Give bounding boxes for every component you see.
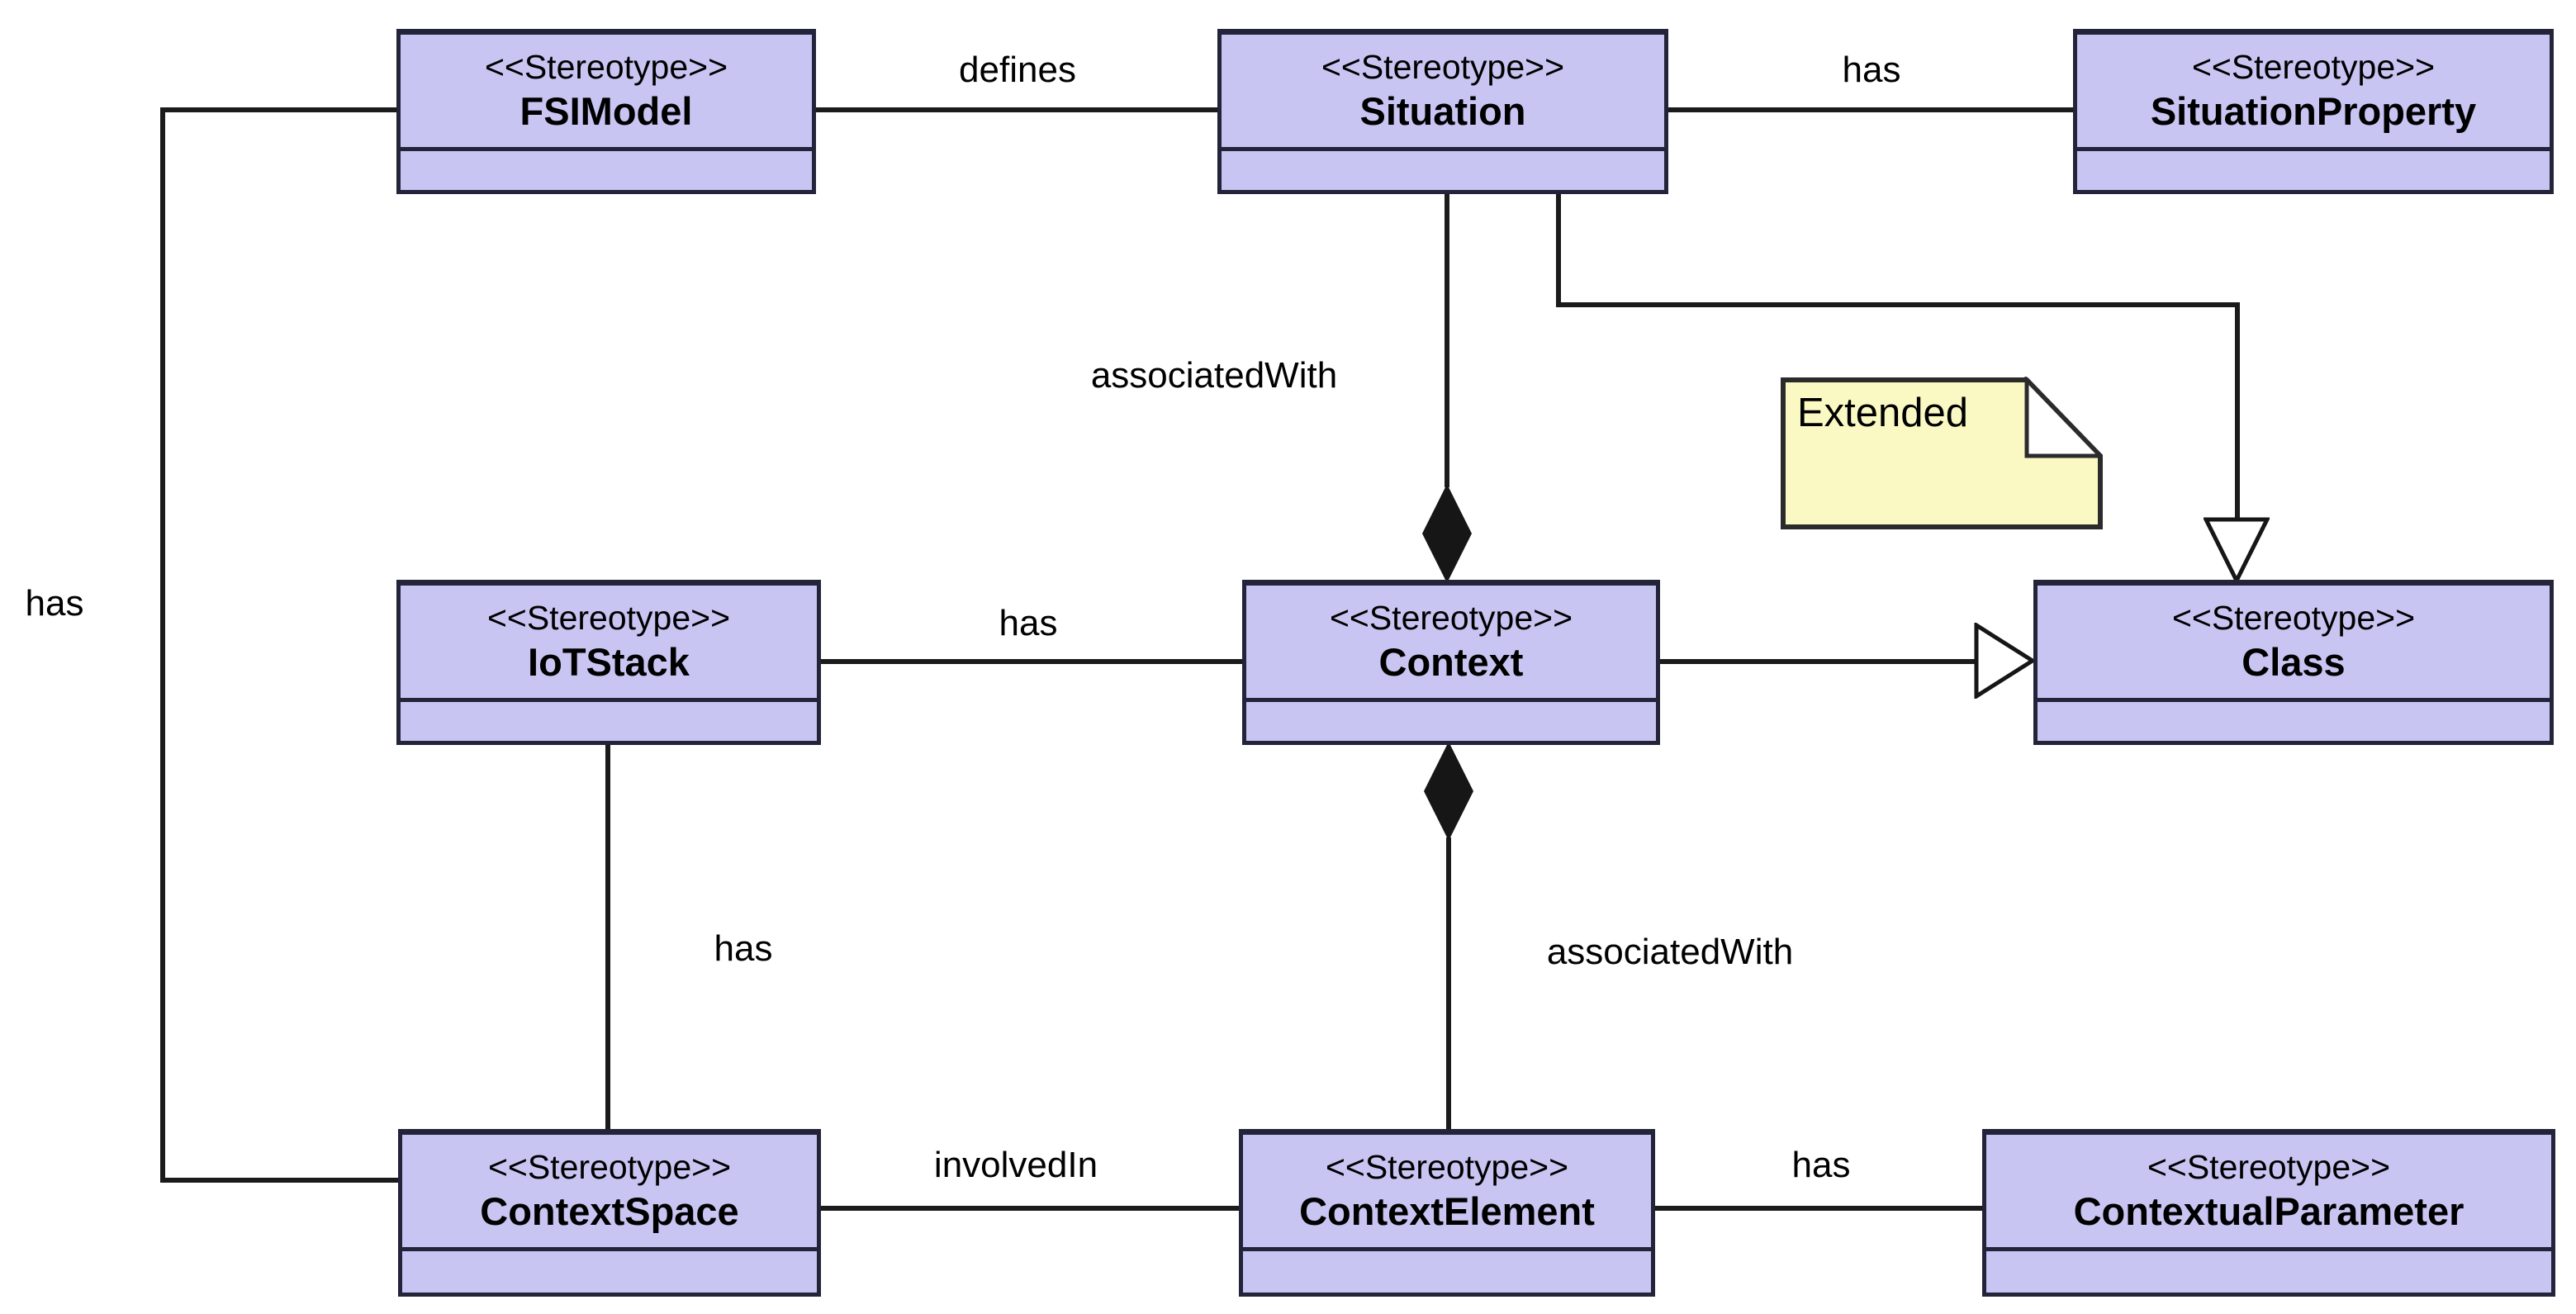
edge-situation-class-line-seg3: [2235, 302, 2240, 520]
attribute-compartment: [401, 151, 812, 190]
edge-label-defines: defines: [959, 50, 1076, 90]
edge-has-fsimodel-contextspace-line-seg3: [160, 1178, 401, 1183]
node-name: Situation: [1359, 89, 1526, 134]
node-name: ContextualParameter: [2073, 1189, 2465, 1234]
note-extended: Extended: [1781, 374, 2105, 530]
node-fsimodel: <<Stereotype>> FSIModel: [396, 29, 816, 194]
node-title-compartment: <<Stereotype>> IoTStack: [401, 586, 817, 702]
node-title-compartment: <<Stereotype>> ContextElement: [1243, 1135, 1651, 1251]
stereotype-label: <<Stereotype>>: [2191, 48, 2436, 87]
edge-label-has-iotstack-context: has: [999, 603, 1058, 643]
stereotype-label: <<Stereotype>>: [1329, 599, 1573, 638]
node-iotstack: <<Stereotype>> IoTStack: [396, 580, 821, 745]
node-title-compartment: <<Stereotype>> SituationProperty: [2077, 35, 2550, 151]
node-class: <<Stereotype>> Class: [2033, 580, 2554, 745]
note-shape: [1781, 374, 2105, 529]
edge-defines-line: [816, 107, 1217, 112]
attribute-compartment: [1243, 1251, 1651, 1293]
node-name: IoTStack: [528, 640, 690, 685]
edge-has-iotstack-contextspace-line: [605, 745, 610, 1131]
node-title-compartment: <<Stereotype>> FSIModel: [401, 35, 812, 151]
node-name: SituationProperty: [2150, 89, 2477, 134]
stereotype-label: <<Stereotype>>: [2147, 1148, 2391, 1187]
node-situation: <<Stereotype>> Situation: [1217, 29, 1668, 194]
edge-has-iotstack-context-line: [821, 659, 1242, 664]
stereotype-label: <<Stereotype>>: [2171, 599, 2416, 638]
edge-situation-class-line-seg2: [1556, 302, 2240, 307]
note-text: Extended: [1797, 391, 1969, 435]
attribute-compartment: [2038, 702, 2550, 741]
edge-has-contextualparameter-line: [1655, 1206, 1984, 1211]
attribute-compartment: [1246, 702, 1656, 741]
edge-label-associatedwith-context: associatedWith: [1090, 355, 1338, 396]
node-name: ContextElement: [1299, 1189, 1595, 1234]
node-title-compartment: <<Stereotype>> ContextSpace: [402, 1135, 817, 1251]
attribute-compartment: [401, 702, 817, 741]
node-name: ContextSpace: [480, 1189, 739, 1234]
composition-diamond-icon: [1422, 484, 1472, 583]
stereotype-label: <<Stereotype>>: [1325, 1148, 1569, 1187]
attribute-compartment: [402, 1251, 817, 1293]
node-title-compartment: <<Stereotype>> Situation: [1222, 35, 1664, 151]
generalization-arrow-right-icon: [1974, 623, 2035, 699]
stereotype-label: <<Stereotype>>: [1321, 48, 1565, 87]
edge-label-has-contextualparameter: has: [1791, 1145, 1851, 1185]
node-title-compartment: <<Stereotype>> Context: [1246, 586, 1656, 702]
edge-label-has-fsimodel-contextspace: has: [25, 583, 84, 624]
node-title-compartment: <<Stereotype>> Class: [2038, 586, 2550, 702]
edge-label-has-situationproperty: has: [1842, 50, 1901, 90]
edge-situation-class-line-seg1: [1556, 194, 1561, 307]
attribute-compartment: [1222, 151, 1664, 190]
stereotype-label: <<Stereotype>>: [484, 48, 728, 87]
node-contextelement: <<Stereotype>> ContextElement: [1239, 1129, 1655, 1297]
attribute-compartment: [2077, 151, 2550, 190]
edge-context-class-line: [1660, 659, 1977, 664]
node-name: Context: [1378, 640, 1524, 685]
edge-involvedin-line: [821, 1206, 1242, 1211]
node-situationproperty: <<Stereotype>> SituationProperty: [2073, 29, 2554, 194]
generalization-arrow-down-icon: [2204, 517, 2270, 583]
edge-has-situationproperty-line: [1668, 107, 2073, 112]
stereotype-label: <<Stereotype>>: [487, 1148, 732, 1187]
node-contextualparameter: <<Stereotype>> ContextualParameter: [1982, 1129, 2555, 1297]
attribute-compartment: [1986, 1251, 2551, 1293]
edge-has-fsimodel-contextspace-line-seg1: [160, 107, 400, 112]
edge-associatedwith-situation-context-line: [1445, 194, 1449, 487]
node-title-compartment: <<Stereotype>> ContextualParameter: [1986, 1135, 2551, 1251]
composition-diamond-icon: [1424, 742, 1473, 841]
node-context: <<Stereotype>> Context: [1242, 580, 1660, 745]
edge-has-fsimodel-contextspace-line-seg2: [160, 107, 165, 1183]
edge-label-associatedwith-contextelement: associatedWith: [1546, 932, 1794, 972]
edge-label-has-iotstack-contextspace: has: [714, 928, 773, 969]
node-name: FSIModel: [519, 89, 693, 134]
node-name: Class: [2242, 640, 2346, 685]
stereotype-label: <<Stereotype>>: [486, 599, 731, 638]
edge-associatedwith-context-contextelement-line: [1446, 837, 1451, 1131]
node-contextspace: <<Stereotype>> ContextSpace: [398, 1129, 821, 1297]
edge-label-involvedin: involvedIn: [933, 1145, 1098, 1185]
